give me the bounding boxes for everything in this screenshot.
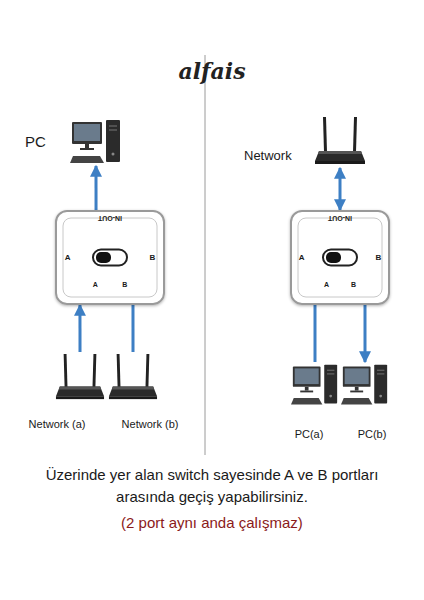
switch-label: IN-OUT — [98, 215, 122, 223]
pc-node: PC — [70, 118, 122, 166]
switch-label: A — [93, 281, 98, 289]
device-label: Network (b) — [122, 418, 179, 430]
title-text: alfais — [0, 58, 424, 84]
device-label: PC — [25, 134, 46, 151]
switch-label: A — [324, 281, 329, 289]
pc-icon — [291, 365, 337, 405]
router-icon — [56, 354, 104, 399]
device-label: PC(a) — [295, 428, 324, 440]
router-node: Network (b) — [108, 352, 158, 402]
router-icon — [109, 354, 157, 399]
switch-body — [57, 212, 163, 303]
switch-label: A — [65, 253, 71, 262]
switch-label: IN-OUT — [328, 215, 352, 223]
caption-text: Üzerinde yer alan switch sayesinde A ve … — [22, 464, 402, 508]
cable-connector — [314, 305, 317, 362]
pc-icon — [341, 365, 387, 405]
device-label: PC(b) — [358, 428, 387, 440]
switch-body — [292, 212, 388, 303]
cable-connector — [339, 168, 342, 210]
switch-box: IN-OUT A B A B — [55, 210, 165, 305]
cable-connector — [95, 166, 98, 210]
device-label: Network (a) — [29, 418, 86, 430]
device-label: Network — [244, 149, 292, 163]
switch-label: A — [299, 253, 305, 262]
switch-label: B — [122, 281, 127, 289]
router-icon — [315, 117, 365, 164]
pc-node: PC(a) — [291, 362, 339, 408]
pc-node: PC(b) — [341, 362, 389, 408]
pc-icon — [70, 120, 120, 163]
router-node: Network (a) — [55, 352, 105, 402]
switch-label: B — [150, 253, 156, 262]
cable-connector — [364, 305, 367, 362]
cable-connector — [131, 305, 134, 352]
cable-connector — [78, 305, 81, 352]
switch-label: B — [376, 253, 382, 262]
warning-note: (2 port aynı anda çalışmaz) — [0, 514, 424, 531]
divider-line — [205, 55, 206, 455]
switch-box: IN-OUT A B A B — [290, 210, 390, 305]
switch-label: B — [351, 281, 356, 289]
router-node: Network — [315, 115, 365, 168]
